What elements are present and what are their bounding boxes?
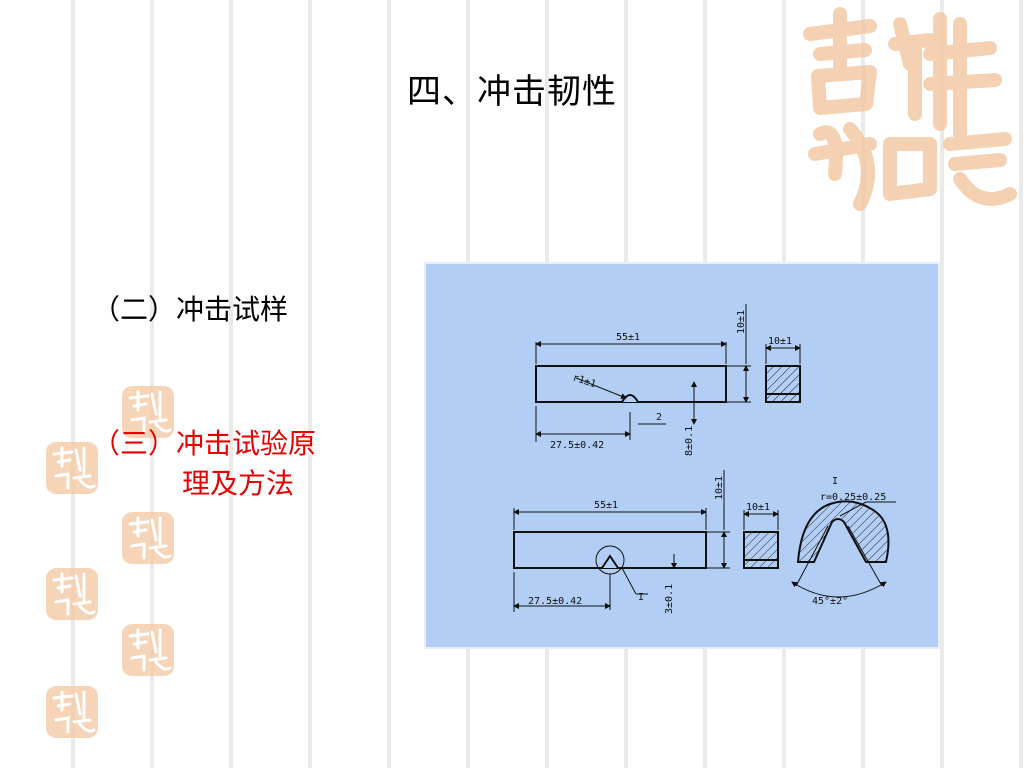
list-item-label-line2: 理及方法 [182,467,295,500]
dim-top-notch-depth: 2 [656,412,662,423]
dim-bottom-section-width: 10±1 [746,502,770,513]
decorative-seal-large [803,7,1017,211]
bottom-specimen [513,470,730,612]
dim-bottom-length: 55±1 [594,500,618,511]
decorative-seal-small [122,386,174,438]
notch-detail [791,500,896,598]
dim-top-notch-position: 27.5±0.42 [550,440,604,451]
dim-top-remaining-height: 8±0.1 [684,426,695,456]
specimen-drawing-figure: 55±1 r1±1 2 27.5±0.42 10±1 8±0.1 10±1 [424,262,940,649]
label-detail-pointer: I [638,592,644,603]
top-section [765,344,801,403]
dim-top-section-width: 10±1 [768,336,792,347]
dim-detail-angle: 45°±2° [812,596,848,607]
detail-title: I [832,476,838,487]
list-item-test-method[interactable]: （三）冲击试验原 理及方法 [92,424,362,504]
decorative-seal-small [122,512,174,564]
specimen-drawing: 55±1 r1±1 2 27.5±0.42 10±1 8±0.1 10±1 [513,304,896,614]
dim-top-notch-radius: r1±1 [571,372,597,390]
dim-bottom-remaining-height: 3±0.1 [664,584,675,614]
bottom-section [743,510,779,569]
decorative-seal-small [46,442,98,494]
decorative-seal-small [46,686,98,738]
dim-top-height: 10±1 [736,310,747,334]
decorative-seal-small [46,568,98,620]
top-specimen [535,304,751,442]
dim-detail-radius: r=0.25±0.25 [820,492,886,503]
list-item-label-line1: （三）冲击试验原 [92,427,317,460]
dim-bottom-notch-position: 27.5±0.42 [528,596,582,607]
slide-title: 四、冲击韧性 [407,72,617,112]
decorative-seal-small [122,624,174,676]
dim-top-length: 55±1 [616,332,640,343]
list-item-test-specimen[interactable]: （二）冲击试样 [92,293,289,326]
dim-bottom-height: 10±1 [714,476,725,500]
